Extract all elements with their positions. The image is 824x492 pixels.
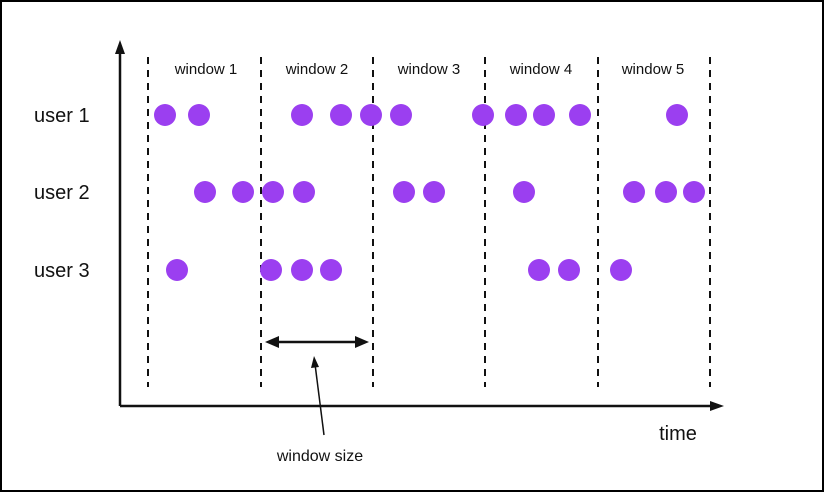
window-size-pointer <box>314 363 325 436</box>
window-label: window 2 <box>285 61 349 78</box>
window-size-pointer-head <box>311 356 319 368</box>
event-dot <box>166 259 188 281</box>
event-dot <box>513 181 535 203</box>
window-label: window 5 <box>621 61 685 78</box>
event-dot <box>262 181 284 203</box>
y-axis-arrowhead <box>115 40 125 54</box>
window-size-arrowhead-left <box>265 336 279 348</box>
event-dot <box>505 104 527 126</box>
window-size-label: window size <box>276 448 363 465</box>
event-dot <box>623 181 645 203</box>
event-dot <box>232 181 254 203</box>
user-label: user 3 <box>34 260 90 282</box>
event-dot <box>666 104 688 126</box>
event-dot <box>655 181 677 203</box>
event-dot <box>188 104 210 126</box>
event-dot <box>330 104 352 126</box>
event-dot <box>569 104 591 126</box>
window-label: window 1 <box>174 61 238 78</box>
event-dot <box>683 181 705 203</box>
event-dot <box>423 181 445 203</box>
window-label: window 3 <box>397 61 461 78</box>
event-dot <box>393 181 415 203</box>
event-dot <box>472 104 494 126</box>
event-dot <box>291 259 313 281</box>
window-size-arrowhead-right <box>355 336 369 348</box>
event-dot <box>154 104 176 126</box>
user-label: user 2 <box>34 182 90 204</box>
event-dot <box>260 259 282 281</box>
event-dot <box>610 259 632 281</box>
event-dot <box>194 181 216 203</box>
x-axis-arrowhead <box>710 401 724 411</box>
event-dot <box>293 181 315 203</box>
window-label: window 4 <box>509 61 573 78</box>
user-label: user 1 <box>34 105 90 127</box>
time-label: time <box>659 423 697 445</box>
event-dot <box>558 259 580 281</box>
event-dot <box>528 259 550 281</box>
event-dot <box>320 259 342 281</box>
event-dot <box>360 104 382 126</box>
event-dot <box>533 104 555 126</box>
event-dot <box>390 104 412 126</box>
event-dot <box>291 104 313 126</box>
